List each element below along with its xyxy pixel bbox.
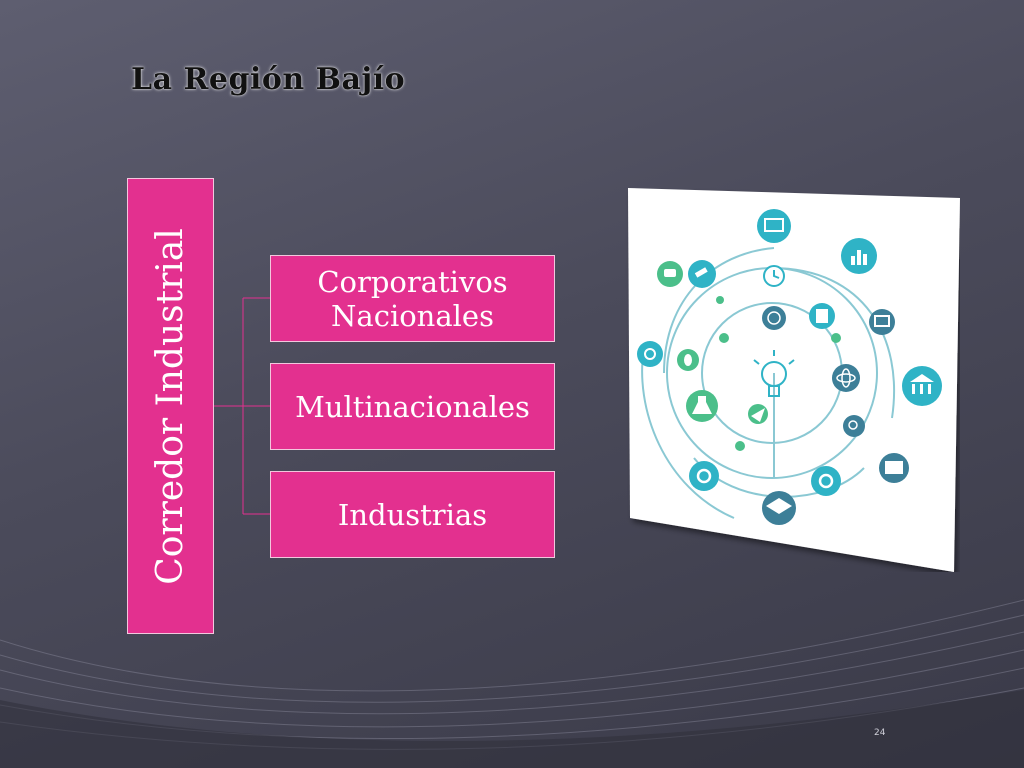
globe-icon xyxy=(762,306,786,330)
network-nodes xyxy=(637,209,942,525)
lightbulb-icon xyxy=(753,350,795,397)
gavel-icon xyxy=(688,260,716,288)
multinacionales-box: Multinacionales xyxy=(270,363,555,450)
gears-icon xyxy=(637,341,663,367)
industrias-box: Industrias xyxy=(270,471,555,558)
bank-icon xyxy=(902,366,942,406)
corredor-industrial-box: Corredor Industrial xyxy=(127,178,214,634)
multinacionales-label: Multinacionales xyxy=(295,389,530,424)
corporativos-nacionales-label: Corporativos Nacionales xyxy=(317,264,508,333)
leaf-icon xyxy=(677,349,699,371)
paper-plane-icon xyxy=(748,404,768,424)
refresh-icon xyxy=(811,466,841,496)
corredor-industrial-label: Corredor Industrial xyxy=(150,227,191,585)
monitor-icon xyxy=(757,209,791,243)
slide-title: La Región Bajío xyxy=(131,62,406,97)
chat-icon xyxy=(657,261,683,287)
clock-icon xyxy=(763,265,785,287)
page-number: 24 xyxy=(874,728,886,738)
corporativos-nacionales-box: Corporativos Nacionales xyxy=(270,255,555,342)
technology-network-illustration xyxy=(628,188,960,572)
bar-chart-icon xyxy=(841,238,877,274)
book-icon xyxy=(879,453,909,483)
industrias-label: Industrias xyxy=(337,497,488,532)
atom-icon xyxy=(832,364,860,392)
calculator-icon xyxy=(809,303,835,329)
presentation-icon xyxy=(869,309,895,335)
graduation-cap-icon xyxy=(762,491,796,525)
flask-icon xyxy=(686,390,718,422)
search-icon xyxy=(843,415,865,437)
gear-icon xyxy=(689,461,719,491)
